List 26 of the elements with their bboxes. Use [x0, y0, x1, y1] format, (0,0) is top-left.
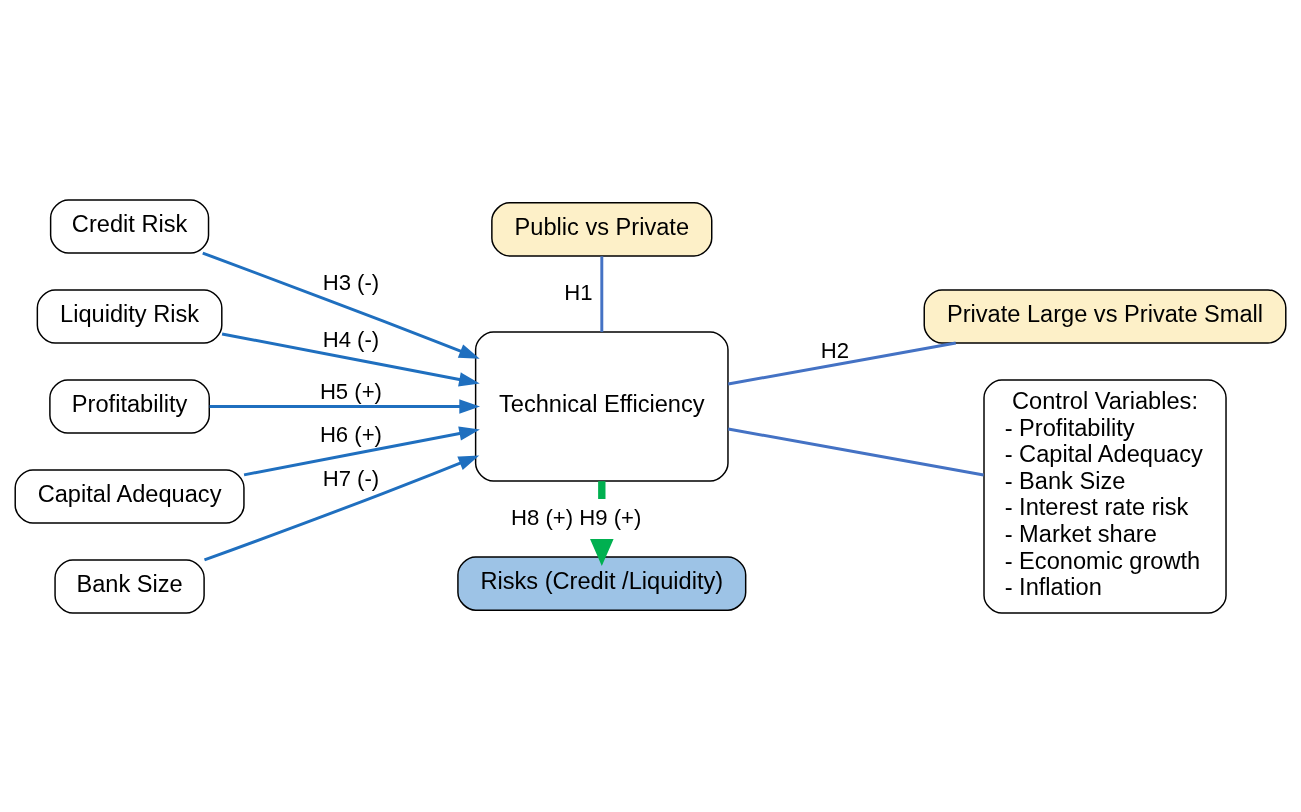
connector — [600, 255, 604, 332]
node-box: Technical Efficiency — [474, 330, 729, 482]
connector — [727, 341, 957, 385]
node-box: Private Large vs Private Small — [923, 288, 1287, 344]
node-box: Bank Size — [54, 558, 205, 614]
arrow — [243, 425, 480, 476]
edge-label: H6 (+) — [319, 421, 382, 447]
arrow — [202, 251, 480, 359]
edge-label: H1 — [564, 279, 593, 305]
edge-label: H4 (-) — [322, 326, 380, 352]
node-box: Risks (Credit /Liquidity) — [457, 555, 747, 611]
node-box: Profitability — [49, 378, 210, 434]
edge-label: H2 — [820, 337, 850, 363]
edge-label: H5 (+) — [319, 378, 382, 404]
arrow — [203, 455, 480, 561]
node-box: Credit Risk — [49, 198, 210, 254]
edge-label: H8 (+) H9 (+) — [511, 504, 642, 530]
node-box: Control Variables: - Profitability - Capital Adequacy - Bank Size - Interest rate risk - Market share - Economic growth - Inflation — [983, 378, 1227, 614]
arrow — [221, 332, 480, 387]
node-box: Capital Adequacy — [14, 468, 245, 524]
node-box: Public vs Private — [491, 201, 713, 257]
edge-label: H3 (-) — [322, 269, 380, 295]
edge-label: H7 (-) — [322, 465, 380, 491]
arrow — [209, 398, 480, 414]
node-box: Liquidity Risk — [36, 288, 223, 344]
connector — [727, 427, 984, 476]
